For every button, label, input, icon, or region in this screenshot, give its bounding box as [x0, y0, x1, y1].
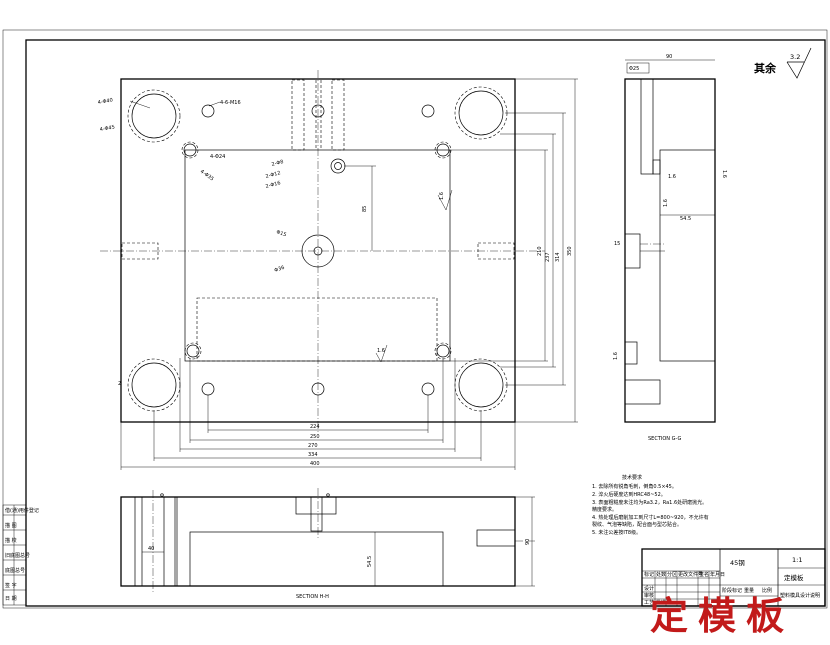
- strip-label-1: 借(通)用件登记: [5, 507, 39, 514]
- strip-label-6: 签 字: [5, 582, 17, 589]
- dim-314: 314: [555, 252, 561, 262]
- tb-right-2: 重量: [744, 587, 754, 594]
- gg-dim-r: 1.6: [668, 174, 676, 180]
- bushing-bottom-left: [127, 358, 181, 412]
- ann-bolt-b: 4-Φ45: [99, 124, 115, 133]
- section-gg-view: 90 Φ25 1.6 1.6 54.5 15 1.6 1.6 SECTION G…: [613, 54, 727, 442]
- right-dimensions: 85 210 237 314 350: [344, 78, 578, 423]
- dim-224: 224: [310, 424, 320, 430]
- nozzle-hole: [330, 158, 346, 174]
- note-7: 5. 未注公差按IT8级。: [592, 529, 641, 536]
- bottom-dimensions: 224 250 270 334 400: [120, 358, 516, 470]
- ann-bolt-a: 4-Φ40: [97, 97, 113, 106]
- gg-dim-r2: 1.6: [663, 199, 669, 207]
- dim-400: 400: [310, 461, 320, 467]
- tb-header-1: 标记: [644, 571, 654, 578]
- ann-pin-a: 4-Φ24: [210, 154, 225, 160]
- title-block: 45钢 1:1 定模板 塑料模具设计说明 标记 处数 分区 更改文件号 签名 年…: [641, 548, 826, 607]
- sprue-hole: [301, 234, 335, 268]
- hh-dim-b: Φ: [326, 493, 332, 497]
- gg-dim-vr2: 1.6: [613, 352, 619, 360]
- gg-dim-vr: 1.6: [721, 170, 727, 178]
- note-3: 3. 表面粗糙度未注均为Ra3.2，Ra1.6处研磨抛光。: [592, 499, 707, 506]
- note-2: 2. 淬火后硬度达到HRC48~52。: [592, 491, 666, 498]
- hh-dim-d: 54.5: [367, 556, 373, 567]
- tb-row-1: 设计: [644, 585, 654, 592]
- left-strip: 借(通)用件登记 描 图 描 校 旧底图总号 底图总号 签 字 日 期: [2, 504, 39, 606]
- dim-350: 350: [567, 246, 573, 256]
- strip-label-7: 日 期: [5, 596, 17, 602]
- roughness-symbol: 其余 3.2: [754, 47, 812, 79]
- pin-holes: [181, 141, 452, 360]
- tb-school: 塑料模具设计说明: [780, 592, 820, 599]
- tb-part-name: 定模板: [784, 573, 804, 582]
- strip-label-2: 描 图: [5, 522, 17, 529]
- dim-85: 85: [362, 206, 368, 212]
- roughness-prefix: 其余: [754, 61, 777, 75]
- ann-nozzle-b: 2-Φ12: [265, 170, 281, 180]
- inner-border: [25, 39, 826, 607]
- gg-dim-w: 54.5: [680, 216, 691, 222]
- ann-sprue-b: Φ36: [274, 265, 286, 274]
- ann-rough-center: 1.6: [377, 348, 385, 354]
- tb-header-6: 年月日: [710, 571, 725, 578]
- tb-row-4: 批准: [656, 599, 666, 606]
- stamp-title: 定模板: [650, 593, 795, 638]
- outer-border: [2, 29, 828, 609]
- bushing-bottom-right: [454, 358, 508, 412]
- ann-screw: 4-6-M16: [220, 100, 241, 106]
- strip-label-5: 底图总号: [5, 567, 25, 574]
- hh-dim-e: 90: [525, 539, 531, 545]
- strip-label-3: 描 校: [5, 537, 17, 544]
- notes-title: 技术要求: [622, 474, 642, 481]
- plan-view: 4-Φ40 4-Φ45 4-6-M16 4-Φ24 4-Φ35 2-Φ8 2-Φ…: [97, 70, 578, 470]
- note-4: 精度要求。: [592, 506, 617, 513]
- left-mark: 2: [118, 381, 121, 387]
- technical-notes: 技术要求 1. 去除所有锐角毛刺，倒角0.5×45。 2. 淬火后硬度达到HRC…: [592, 474, 709, 536]
- screw-holes: [201, 104, 435, 396]
- gg-dim-top: 90: [666, 54, 672, 60]
- section-hh-label: SECTION H-H: [296, 594, 329, 600]
- dim-334: 334: [308, 452, 318, 458]
- hh-dim-a: Φ: [160, 493, 166, 497]
- tb-row-3: 工艺: [644, 600, 654, 606]
- ann-sprue-a: Φ15: [275, 229, 287, 238]
- dim-250: 250: [310, 434, 320, 440]
- dim-210: 210: [537, 246, 543, 256]
- tb-scale: 1:1: [792, 556, 802, 564]
- feed-channels: [291, 79, 345, 151]
- tb-material: 45钢: [730, 559, 745, 567]
- ann-pin-b: 4-Φ35: [199, 169, 215, 183]
- section-gg-label: SECTION G-G: [648, 436, 681, 442]
- dim-270: 270: [308, 443, 318, 449]
- dim-237: 237: [545, 252, 551, 262]
- tb-header-2: 处数: [656, 571, 666, 578]
- tb-header-3: 分区: [667, 571, 677, 578]
- tb-header-5: 签名: [699, 571, 709, 578]
- note-5: 4. 热处理后磨削加工到尺寸L=800~920，不允许有: [592, 514, 709, 521]
- strip-label-4: 旧底图总号: [5, 552, 30, 559]
- section-hh-view: Φ Φ 40 54.5 90 SECTION H-H: [120, 488, 535, 600]
- roughness-value: 3.2: [790, 53, 800, 61]
- tb-right-3: 比例: [762, 587, 772, 594]
- ann-nozzle-a: 2-Φ8: [271, 159, 284, 168]
- gg-dim-h: 15: [614, 241, 620, 247]
- note-6: 裂纹、气泡等缺陷，配合面与型芯贴合。: [592, 521, 682, 528]
- hh-dim-c: 40: [148, 546, 154, 552]
- tb-header-4: 更改文件号: [678, 571, 703, 578]
- ann-rough-right: 1.6: [439, 192, 445, 200]
- bushing-top-right: [454, 86, 508, 140]
- gg-dim-e: Φ25: [629, 66, 639, 72]
- ann-nozzle-c: 2-Φ16: [265, 180, 281, 190]
- tb-right-1: 阶段标记: [722, 587, 742, 594]
- bushing-top-left: [127, 89, 181, 143]
- note-1: 1. 去除所有锐角毛刺，倒角0.5×45。: [592, 483, 677, 490]
- tb-row-2: 审核: [644, 592, 654, 599]
